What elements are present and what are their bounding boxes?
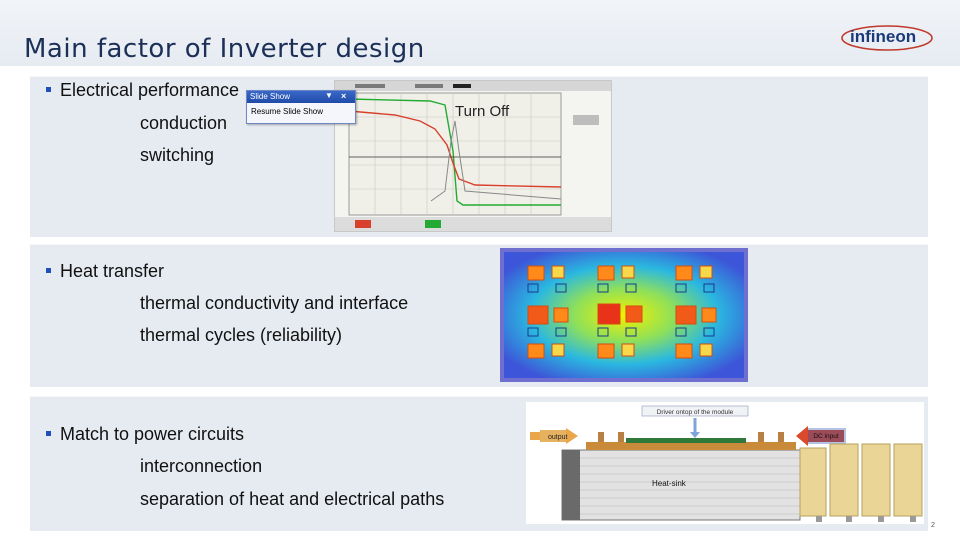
close-icon[interactable]: × <box>341 91 347 101</box>
slide-header <box>0 0 960 66</box>
oscilloscope-waveform-icon <box>335 81 611 231</box>
subitem-interconnection: interconnection <box>140 456 263 476</box>
subitem-conduction: conduction <box>140 113 228 133</box>
dc-input-label: DC input <box>813 433 838 440</box>
slideshow-popup-titlebar[interactable]: Slide Show ▼ × <box>247 91 355 103</box>
resume-slide-show-button[interactable]: Resume Slide Show <box>251 107 324 116</box>
module-cross-section-image: Driver ontop of the module Heat-sink out… <box>526 402 924 524</box>
slide-title: Main factor of Inverter design <box>24 34 425 64</box>
slideshow-popup-title: Slide Show <box>250 92 291 101</box>
page-number: 2 <box>931 522 935 529</box>
thermal-image <box>500 248 748 382</box>
logo-swoosh-icon <box>841 25 933 51</box>
slideshow-popup: Slide Show ▼ × Resume Slide Show <box>246 90 356 124</box>
oscilloscope-image: Turn Off <box>334 80 612 232</box>
scope-caption: Turn Off <box>455 103 510 120</box>
subitem-thermal-cycles: thermal cycles (reliability) <box>140 325 343 345</box>
subitem-switching: switching <box>140 145 215 165</box>
logo-text: infineon <box>850 27 917 46</box>
thermal-map-icon <box>504 252 744 378</box>
driver-label: Driver ontop of the module <box>657 409 734 416</box>
bullet-match-power-circuits: Match to power circuits <box>45 424 245 444</box>
subitem-thermal-conductivity: thermal conductivity and interface <box>140 293 409 313</box>
bullet-heat-transfer: Heat transfer <box>45 261 165 281</box>
infineon-logo: infineon <box>840 24 934 52</box>
section-heat-transfer <box>30 244 928 387</box>
bullet-electrical-performance: Electrical performance <box>45 80 240 100</box>
output-label: output <box>548 434 568 441</box>
module-cross-section-icon: Driver ontop of the module Heat-sink out… <box>530 405 923 522</box>
subitem-separation-paths: separation of heat and electrical paths <box>140 489 445 509</box>
chevron-down-icon[interactable]: ▼ <box>325 91 333 100</box>
heatsink-label: Heat-sink <box>652 479 687 488</box>
